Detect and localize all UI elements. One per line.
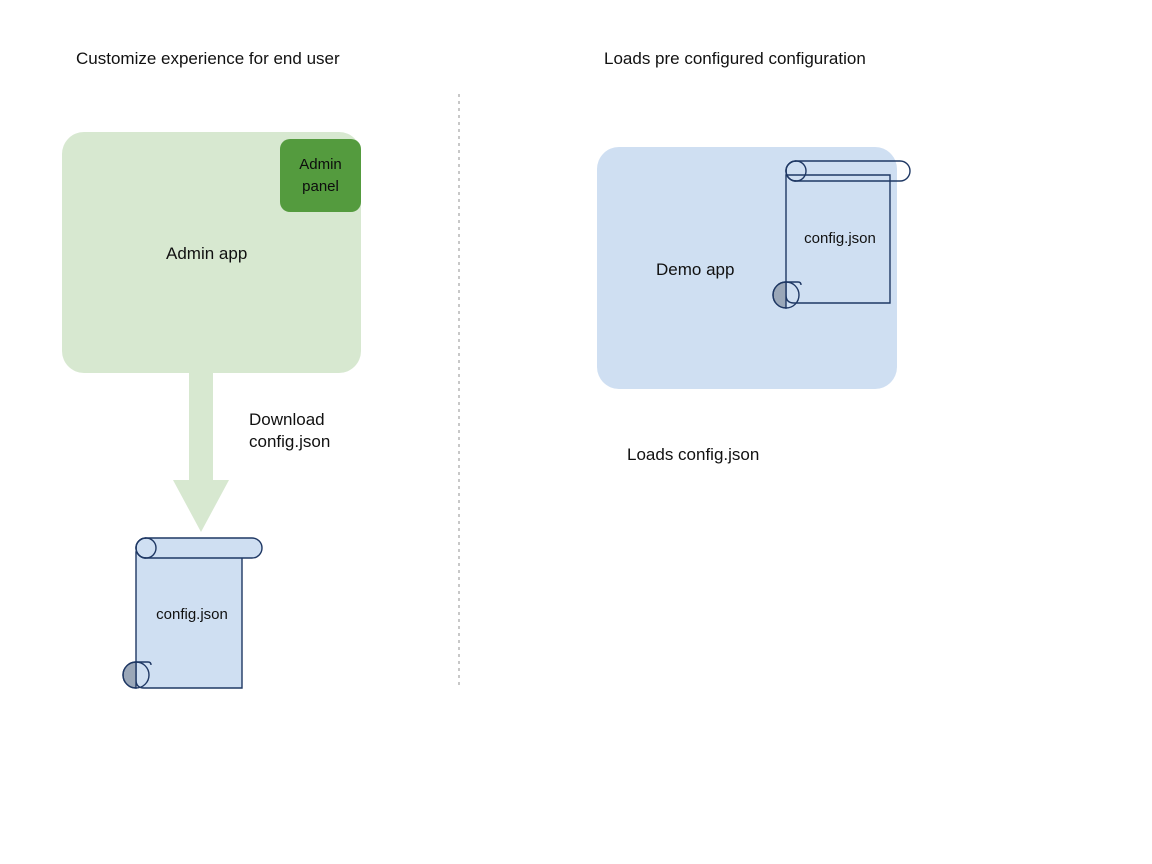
admin-panel-label-line1: Admin	[299, 155, 342, 173]
config-json-label-left: config.json	[156, 606, 228, 623]
demo-app-label: Demo app	[656, 260, 735, 279]
download-caption-line1: Download	[249, 410, 325, 429]
right-section-heading: Loads pre configured configuration	[604, 49, 866, 68]
left-section-heading: Customize experience for end user	[76, 49, 340, 68]
admin-panel-chip[interactable]: Admin panel	[280, 139, 361, 212]
admin-panel-label-line2: panel	[302, 177, 339, 195]
config-json-document-right[interactable]: config.json	[768, 151, 914, 312]
vertical-dotted-divider	[458, 94, 460, 686]
demo-app-container	[597, 147, 897, 389]
download-arrow-caption: Download config.json	[249, 409, 330, 453]
loads-config-caption: Loads config.json	[627, 445, 760, 464]
config-json-label-right: config.json	[804, 230, 876, 247]
admin-app-label: Admin app	[166, 244, 248, 263]
admin-panel-label: Admin panel	[299, 154, 342, 198]
arrow-down-icon	[173, 372, 229, 532]
config-json-document-left[interactable]: config.json	[118, 528, 266, 690]
download-caption-line2: config.json	[249, 432, 331, 451]
